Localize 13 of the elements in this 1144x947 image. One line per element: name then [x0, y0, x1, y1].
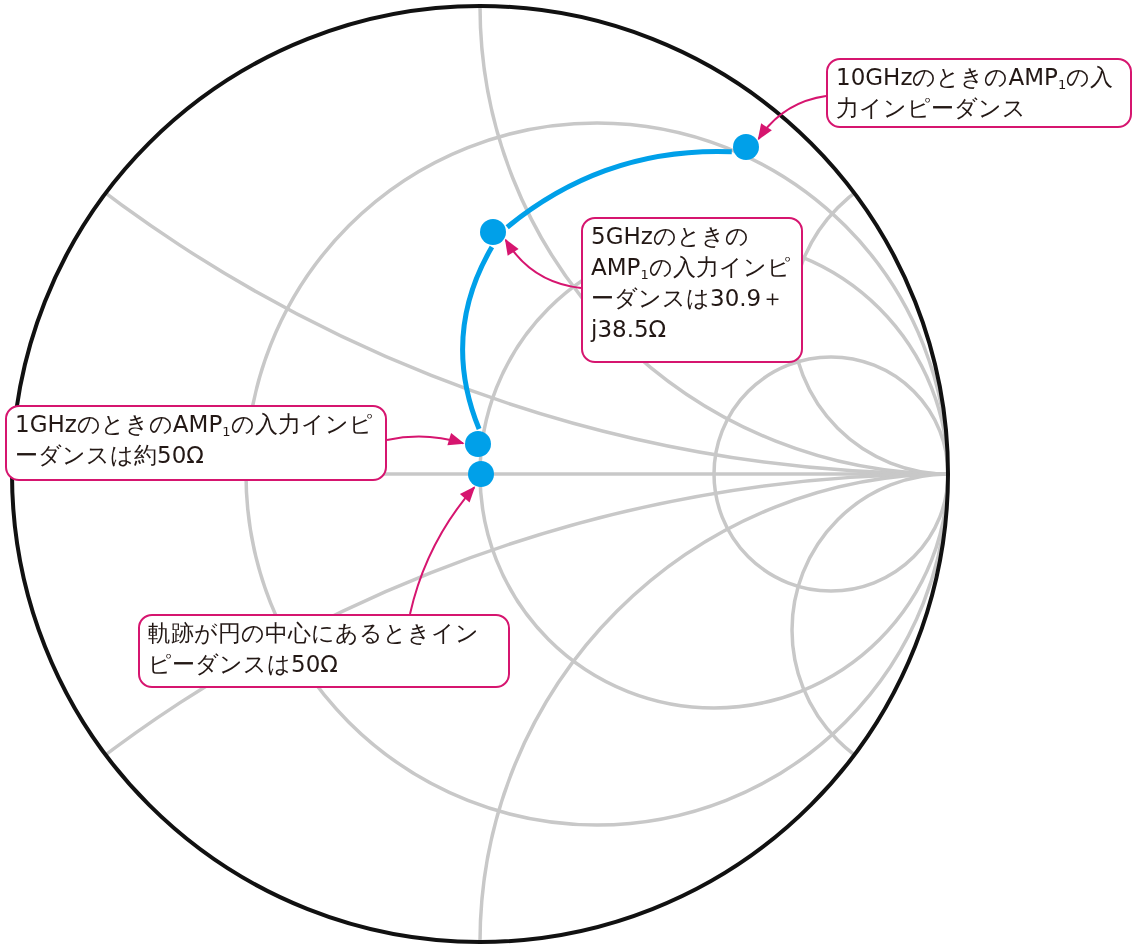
- callout-box: 10GHzのときのAMP$_{1}$の入力インピーダンス: [826, 58, 1132, 128]
- leader-arrow: [386, 433, 465, 446]
- callout-box: 1GHzのときのAMP$_{1}$の入力インピーダンスは約50Ω: [5, 405, 387, 481]
- leader-arrow: [757, 95, 827, 141]
- impedance-locus-curve: [505, 149, 732, 230]
- leader-arrow: [409, 486, 476, 615]
- impedance-point: [465, 431, 491, 457]
- impedance-locus-curve: [460, 245, 495, 430]
- impedance-point: [733, 134, 759, 160]
- impedance-point: [468, 461, 494, 487]
- callout-box: 5GHzのときのAMP$_{1}$の入力インピーダンスは30.9＋j38.5Ω: [581, 217, 803, 363]
- impedance-point: [480, 219, 506, 245]
- callout-box: 軌跡が円の中心にあるときインピーダンスは50Ω: [138, 614, 510, 688]
